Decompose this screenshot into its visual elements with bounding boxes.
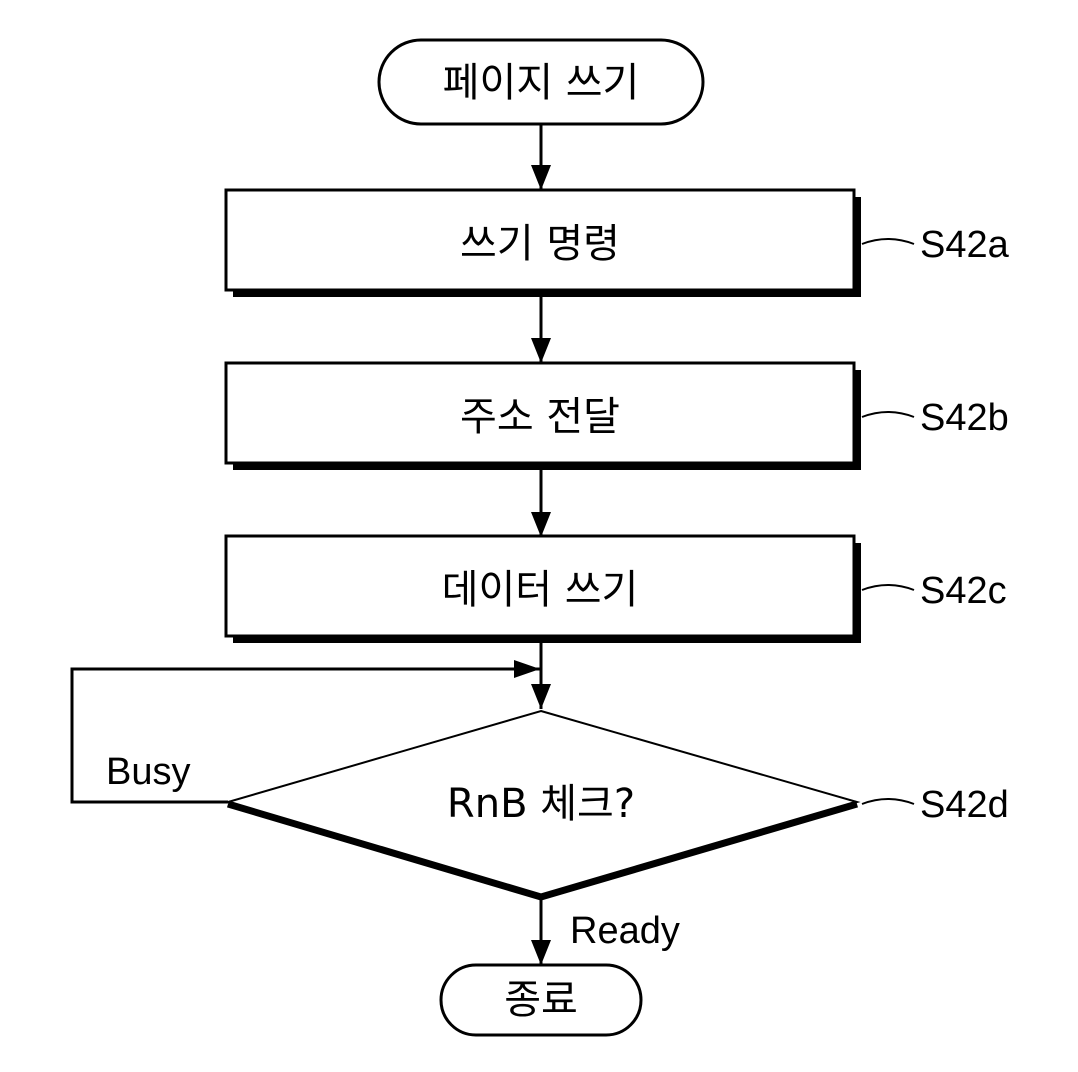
ref-leader-line [861,238,915,245]
ready-edge-label: Ready [570,910,680,952]
decision-ref-label: S42d [920,784,1009,826]
step-label: 데이터 쓰기 [442,567,639,613]
step-node-s42b: 주소 전달 S42b [224,361,1009,470]
step-box [224,534,856,638]
decision-label: RnB 체크? [447,781,635,827]
step-label: 쓰기 명령 [460,221,620,267]
arrowhead-s42b-to-s42c [531,512,551,537]
connectors [70,124,551,965]
arrowhead-start-to-s42a [531,165,551,190]
end-terminal-shape [439,963,643,1037]
step-label: 주소 전달 [460,394,620,440]
end-node: 종료 [439,963,643,1037]
arrowhead-s42a-to-s42b [531,338,551,363]
step-node-s42c: 데이터 쓰기 S42c [224,534,1007,643]
step-node-s42a: 쓰기 명령 S42a [224,188,1010,297]
decision-node-s42d: RnB 체크? S42d [224,709,1009,901]
start-terminal-shape [377,38,705,126]
ref-leader-line [861,584,915,591]
step-box [224,188,856,292]
start-node: 페이지 쓰기 [377,38,705,126]
step-ref-label: S42a [920,224,1010,266]
arrowhead-ready-to-end [531,940,551,965]
start-label: 페이지 쓰기 [443,60,640,106]
step-ref-label: S42b [920,397,1009,439]
connector-busy-loop [70,667,540,804]
arrowhead-s42c-to-decision [531,684,551,709]
decision-shadow-edge [227,800,858,901]
busy-edge-label: Busy [106,751,190,793]
ref-leader-line [861,411,915,418]
end-label: 종료 [504,977,578,1023]
step-ref-label: S42c [920,570,1007,612]
ref-leader-line [861,798,915,805]
step-box [224,361,856,465]
arrowhead-busy-loop [514,660,540,678]
